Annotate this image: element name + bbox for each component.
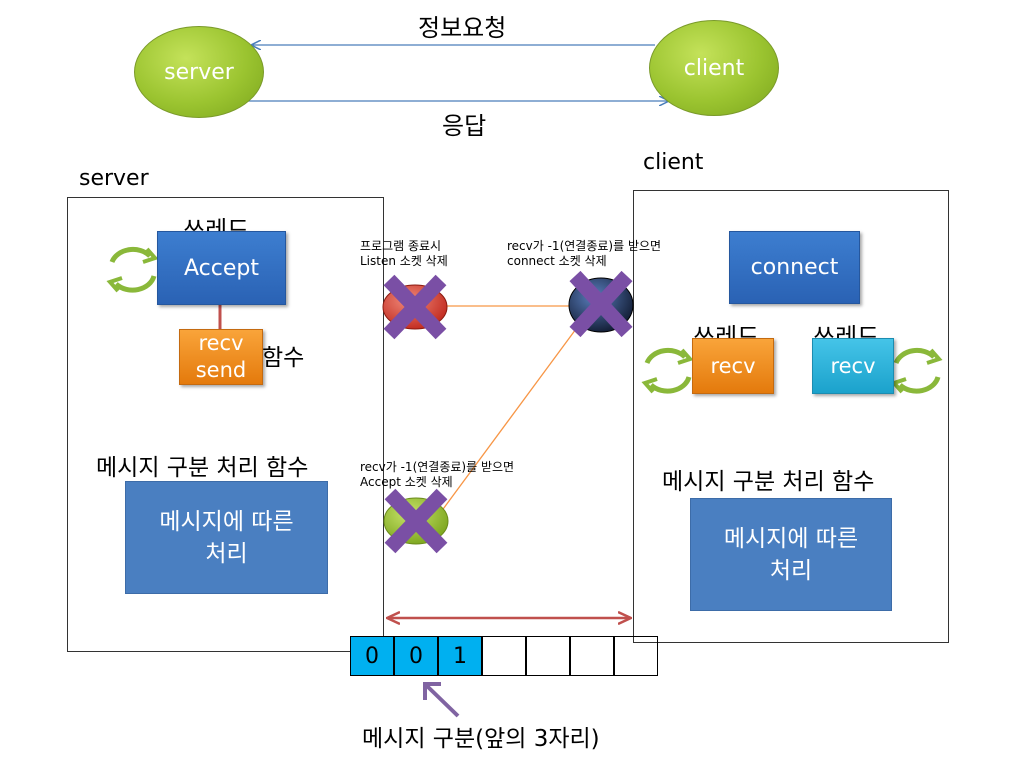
buffer-cell-value: 0 xyxy=(409,643,423,669)
server-msg-func-label: 메시지 구분 처리 함수 xyxy=(96,455,309,481)
client-node: client xyxy=(649,20,779,116)
connect-box: connect xyxy=(729,231,860,304)
server-panel-title: server xyxy=(79,166,149,191)
buffer-cell-value: 0 xyxy=(365,643,379,669)
connect-label: connect xyxy=(750,255,839,280)
buffer-cell: 1 xyxy=(438,636,482,676)
client-msg-process-box: 메시지에 따른 처리 xyxy=(690,498,892,611)
listen-socket-note: 프로그램 종료시 Listen 소켓 삭제 xyxy=(360,239,448,268)
recv-send-box: recv send xyxy=(179,329,263,385)
server-thread-loop-icon xyxy=(106,246,159,293)
buffer-cell xyxy=(614,636,658,676)
server-node: server xyxy=(134,26,264,118)
client-recv-label-2: recv xyxy=(830,354,876,378)
function-label: 함수 xyxy=(262,345,305,371)
server-msg-process-box: 메시지에 따른 처리 xyxy=(125,481,328,594)
buffer-caption: 메시지 구분(앞의 3자리) xyxy=(362,726,600,752)
client-recv-label-1: recv xyxy=(710,353,756,378)
client-recv-box-2: recv xyxy=(812,338,894,394)
connect-socket-x-icon xyxy=(569,270,633,338)
buffer-cell xyxy=(482,636,526,676)
listen-socket-x-icon xyxy=(383,274,447,340)
buffer-cell: 0 xyxy=(350,636,394,676)
message-prefix-pointer-arrow xyxy=(423,682,460,718)
client-recv-box-1: recv xyxy=(692,338,774,394)
buffer-cell-value: 1 xyxy=(453,643,467,669)
buffer-cell xyxy=(570,636,614,676)
recv-send-label: recv send xyxy=(195,331,247,382)
accept-socket-x-icon xyxy=(384,488,448,554)
client-msg-func-label: 메시지 구분 처리 함수 xyxy=(662,469,875,495)
client-node-label: client xyxy=(683,55,745,81)
buffer-cell: 0 xyxy=(394,636,438,676)
server-msg-process-label: 메시지에 따른 처리 xyxy=(159,508,294,567)
connect-socket-note: recv가 -1(연결종료)를 받으면 connect 소켓 삭제 xyxy=(507,239,662,268)
response-label: 응답 xyxy=(442,112,487,140)
client-panel-title: client xyxy=(643,150,704,175)
buffer-cell xyxy=(526,636,570,676)
accept-label: Accept xyxy=(184,255,259,281)
server-node-label: server xyxy=(164,59,234,85)
client-thread-loop-icon-left xyxy=(641,347,694,394)
request-label: 정보요청 xyxy=(418,14,507,42)
accept-box: Accept xyxy=(157,231,286,305)
accept-socket-note: recv가 -1(연결종료)를 받으면 Accept 소켓 삭제 xyxy=(360,460,515,489)
client-thread-loop-icon-right xyxy=(890,347,943,394)
client-msg-process-label: 메시지에 따른 처리 xyxy=(723,525,859,584)
accept-connect-line xyxy=(434,309,591,521)
